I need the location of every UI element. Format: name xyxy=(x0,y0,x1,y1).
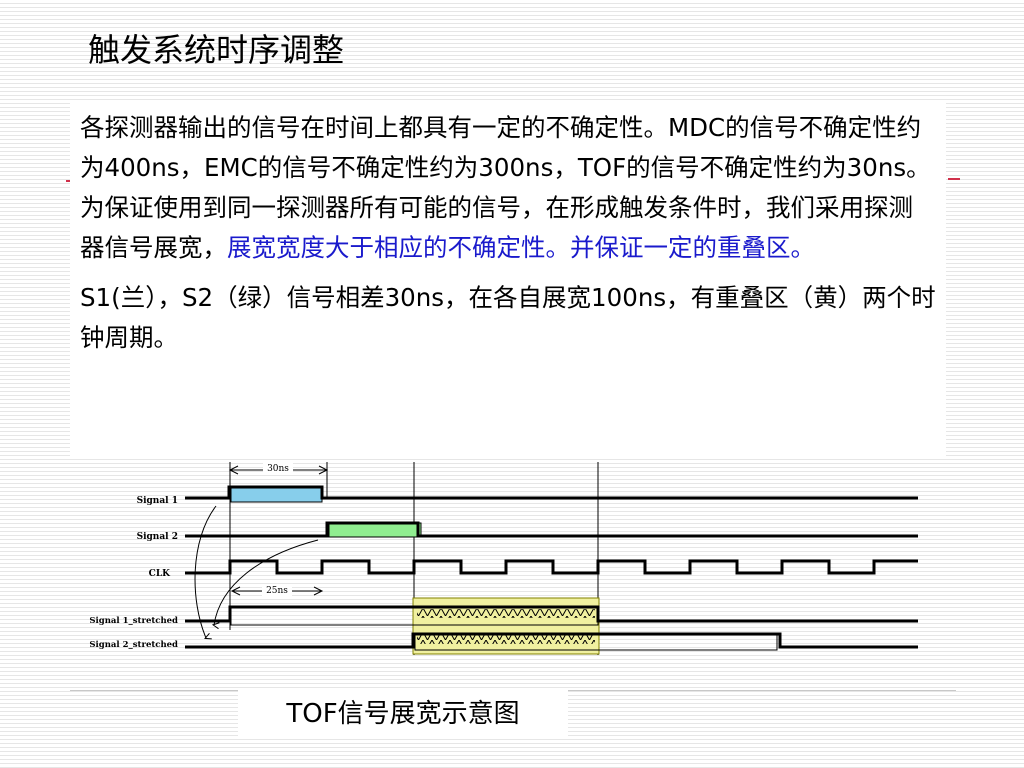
overlap-hatch-top xyxy=(417,609,595,618)
dim-25ns-label: 25ns xyxy=(266,586,288,596)
dim-30ns-label-bg xyxy=(263,462,293,474)
description-text: 各探测器输出的信号在时间上都具有一定的不确定性。MDC的信号不确定性约为400n… xyxy=(80,113,931,262)
signal-1-trace xyxy=(185,485,918,500)
clk-label: CLK xyxy=(149,569,171,579)
signal-1-pulse-fill xyxy=(230,487,323,503)
overlap-hatch-bottom xyxy=(417,635,595,644)
dim-25ns-arrow-right xyxy=(313,586,324,596)
clk-trace xyxy=(185,559,918,575)
decor-line-left xyxy=(66,180,72,182)
signal-2-trace xyxy=(185,521,918,538)
curve-arrow-1 xyxy=(194,505,217,638)
signal-2-label: Signal 2 xyxy=(137,532,178,542)
dim-30ns-label: 30ns xyxy=(267,464,289,474)
signal-1-stretched-label: Signal 1_stretched xyxy=(89,616,178,626)
decor-line-right xyxy=(948,178,960,180)
description-highlight: 展宽宽度大于相应的不确定性。并保证一定的重叠区。 xyxy=(227,233,815,262)
signal-1-stretched-trace xyxy=(185,605,918,623)
dim-25ns-arrow-left xyxy=(230,586,241,596)
dim-25ns-label-bg xyxy=(262,584,292,596)
page-title: 触发系统时序调整 xyxy=(88,31,345,69)
diagram-caption: TOF信号展宽示意图 xyxy=(238,689,568,739)
text-box: 各探测器输出的信号在时间上都具有一定的不确定性。MDC的信号不确定性约为400n… xyxy=(70,100,946,458)
curve-arrow-2 xyxy=(214,539,319,625)
signal-2-stretched-trace xyxy=(185,632,918,649)
dim-30ns-arrow-right xyxy=(318,465,329,475)
description-paragraph: 各探测器输出的信号在时间上都具有一定的不确定性。MDC的信号不确定性约为400n… xyxy=(80,108,936,268)
signal-1-label: Signal 1 xyxy=(137,496,178,506)
signal-2-pulse-fill xyxy=(328,522,422,538)
signal-2-stretched-label: Signal 2_stretched xyxy=(89,640,178,650)
dim-30ns-arrow-left xyxy=(228,465,239,475)
signal-note-paragraph: S1(兰），S2（绿）信号相差30ns，在各自展宽100ns，有重叠区（黄）两个… xyxy=(80,283,936,352)
